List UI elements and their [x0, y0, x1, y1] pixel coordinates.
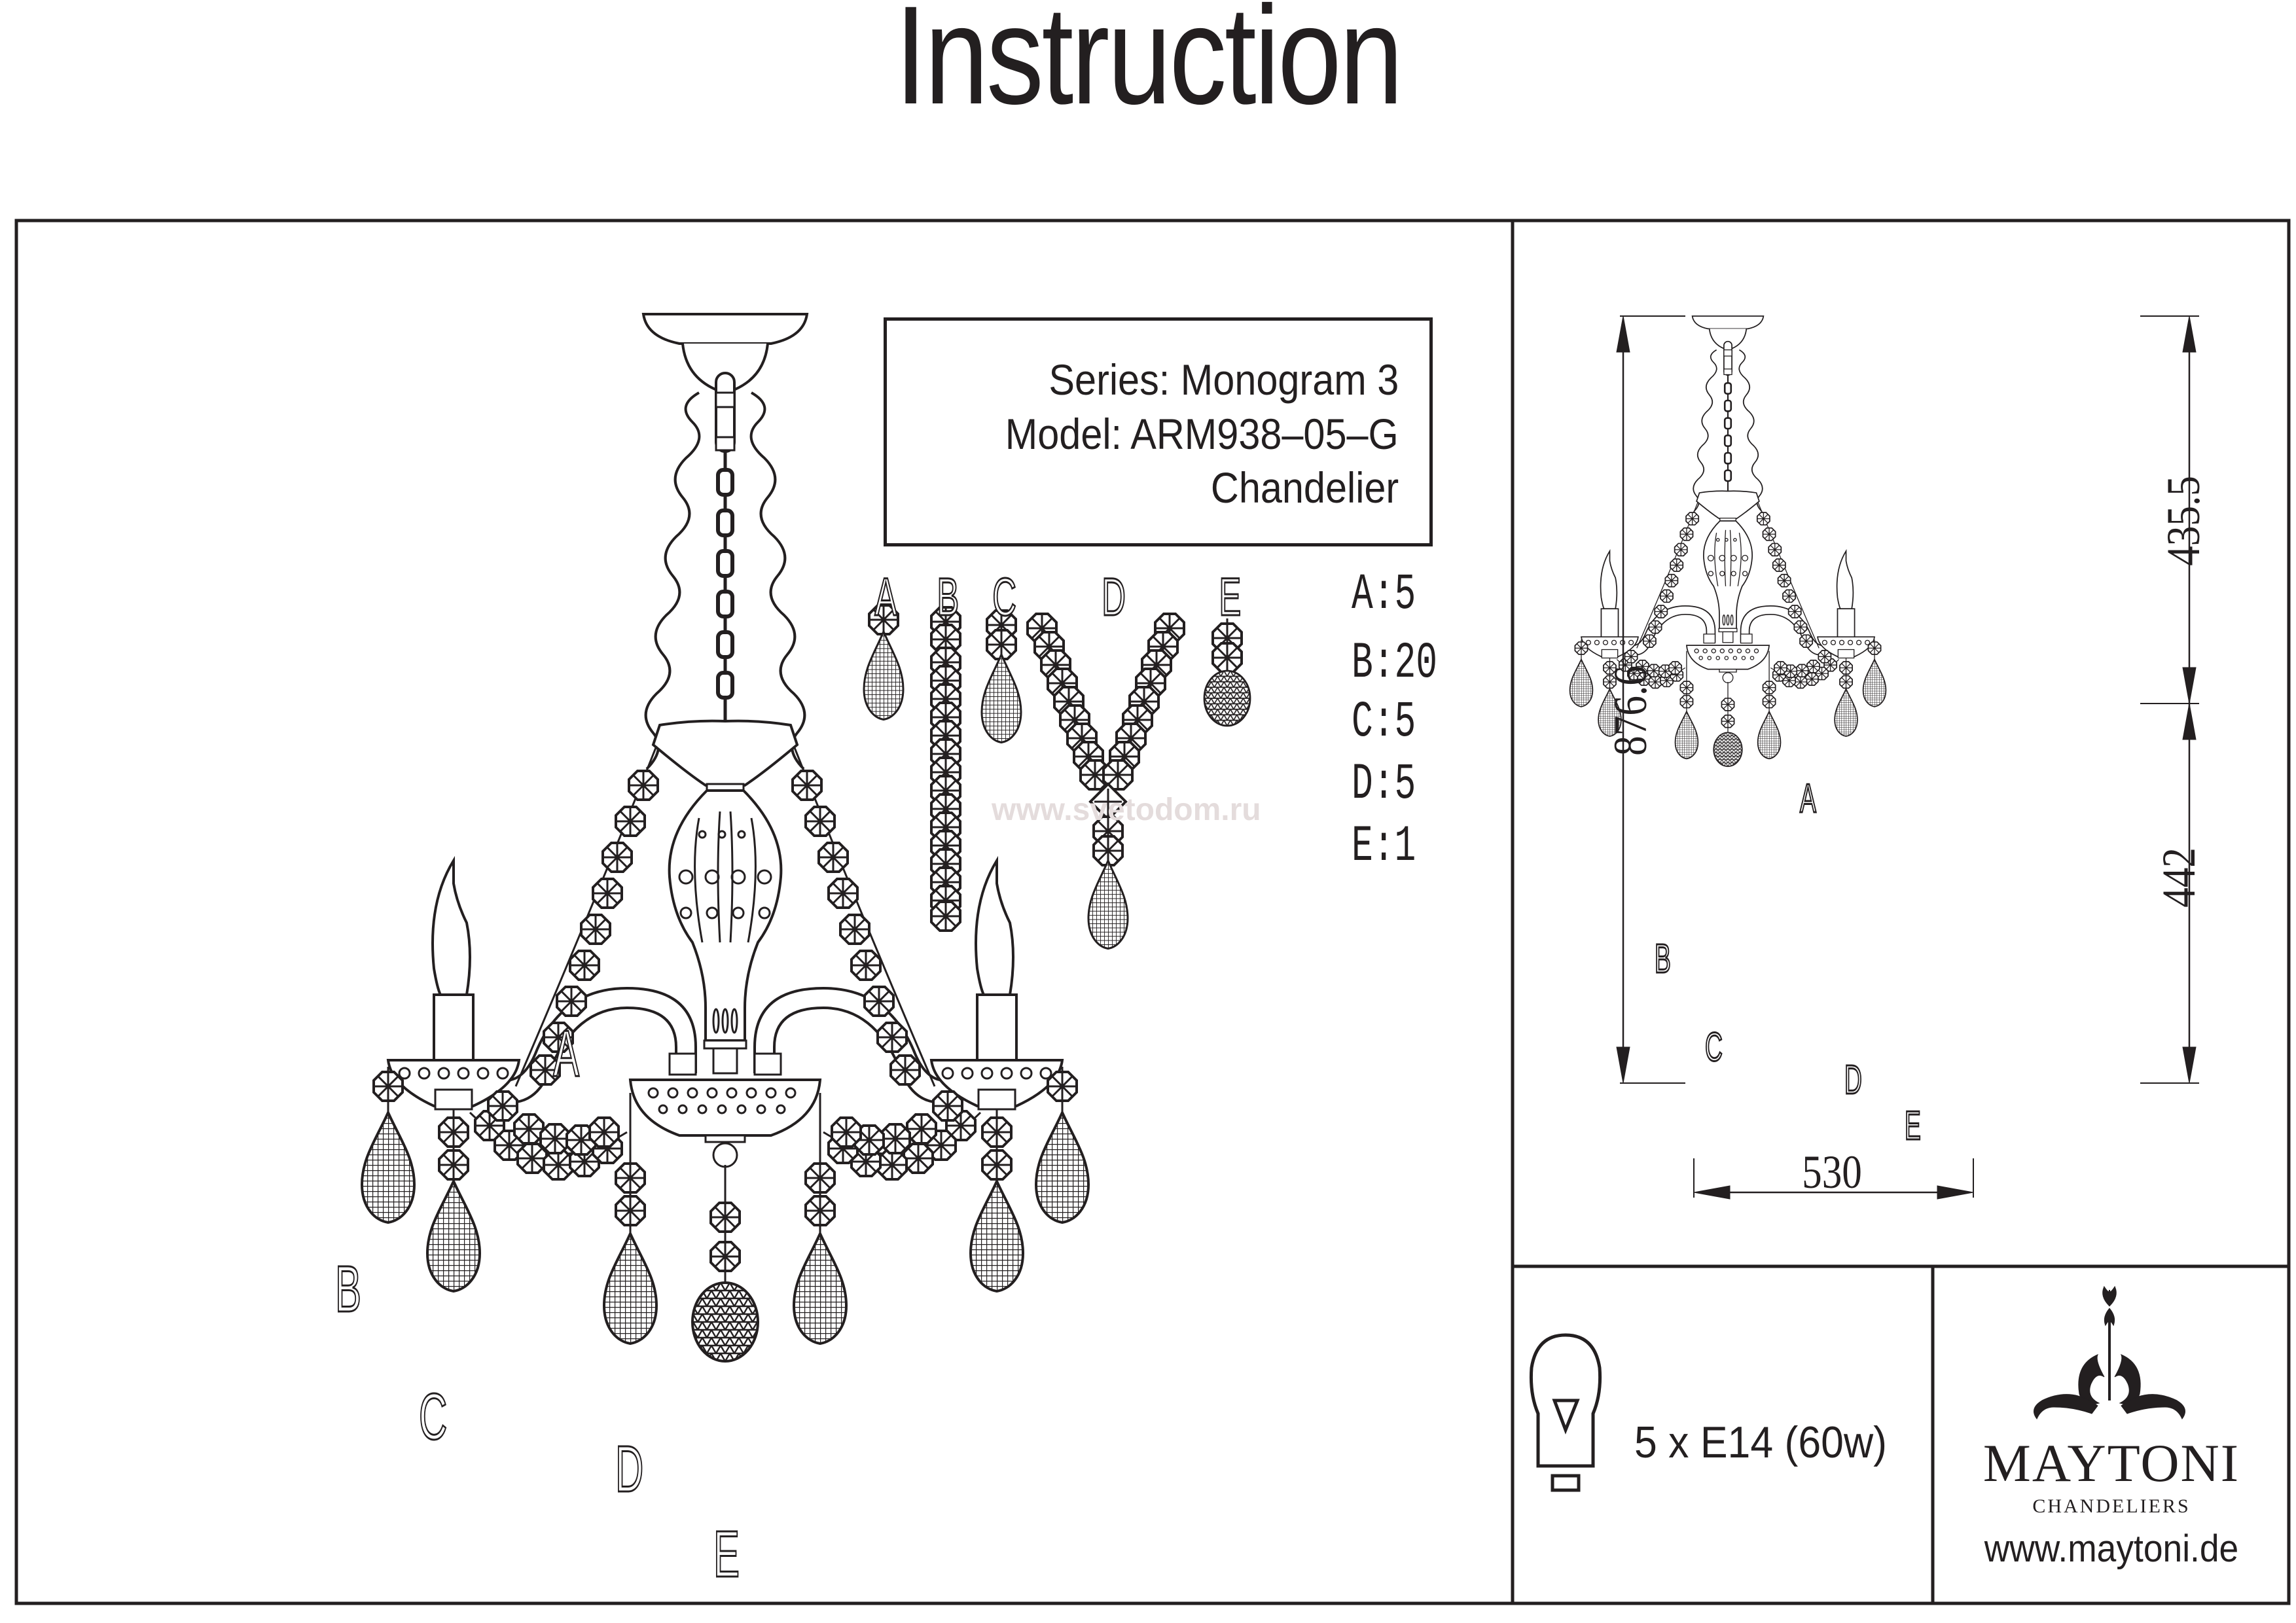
watermark: www.svetodom.ru	[992, 793, 1261, 827]
dimension-total-height: 876.6	[1604, 666, 1657, 756]
brand-subtitle: CHANDELIERS	[2032, 1495, 2191, 1517]
part-label-e: E	[1218, 567, 1242, 627]
brand-website-link[interactable]: www.maytoni.de	[1984, 1527, 2239, 1570]
part-d-sample	[1026, 613, 1185, 950]
part-label-b: B	[936, 567, 960, 627]
maytoni-ornament-icon	[2034, 1285, 2185, 1419]
dimension-chain-height: 435.5	[2157, 476, 2210, 566]
part-e-sample	[1203, 618, 1251, 727]
part-quantity-b: B:20	[1352, 635, 1438, 692]
dim-label-c: C	[1704, 1025, 1723, 1070]
dimension-width: 530	[1802, 1146, 1862, 1198]
series-text: Series: Monogram 3	[1049, 355, 1399, 404]
part-quantity-a: A:5	[1352, 566, 1416, 624]
main-label-d: D	[615, 1433, 644, 1506]
main-label-a: A	[552, 1017, 580, 1090]
arrowhead	[1616, 1046, 1630, 1084]
dim-label-e: E	[1904, 1103, 1922, 1149]
dimension-body-height: 442	[2153, 847, 2205, 908]
main-label-b: B	[334, 1253, 362, 1326]
light-bulb-icon	[1529, 1333, 1602, 1492]
outer-border	[14, 219, 2291, 1605]
arrowhead	[1616, 315, 1630, 353]
product-type-text: Chandelier	[1210, 463, 1399, 512]
part-label-a: A	[874, 567, 897, 627]
part-label-d: D	[1101, 567, 1126, 627]
model-text: Model: ARM938–05–G	[1005, 410, 1399, 458]
part-quantity-d: D:5	[1352, 756, 1416, 813]
parts-samples	[863, 604, 1251, 950]
product-info-box: Series: Monogram 3 Model: ARM938–05–G Ch…	[884, 317, 1433, 546]
main-label-e: E	[713, 1518, 740, 1591]
brand-name: MAYTONI	[1982, 1433, 2240, 1493]
dim-label-d: D	[1844, 1058, 1863, 1103]
main-label-c: C	[418, 1380, 448, 1454]
part-quantity-e: E:1	[1352, 818, 1416, 876]
part-quantity-c: C:5	[1352, 694, 1416, 751]
dim-label-b: B	[1654, 936, 1672, 982]
page-title: Instruction	[895, 0, 1403, 134]
part-label-c: C	[992, 567, 1017, 627]
dim-label-a: A	[1799, 776, 1817, 821]
part-a-sample	[863, 604, 905, 721]
dimension-lines	[1616, 315, 2199, 1200]
lamp-spec-text: 5 x E14 (60w)	[1634, 1418, 1887, 1467]
part-b-sample	[930, 606, 961, 932]
part-c-sample	[980, 609, 1022, 744]
main-chandelier-drawing	[362, 314, 1088, 1361]
